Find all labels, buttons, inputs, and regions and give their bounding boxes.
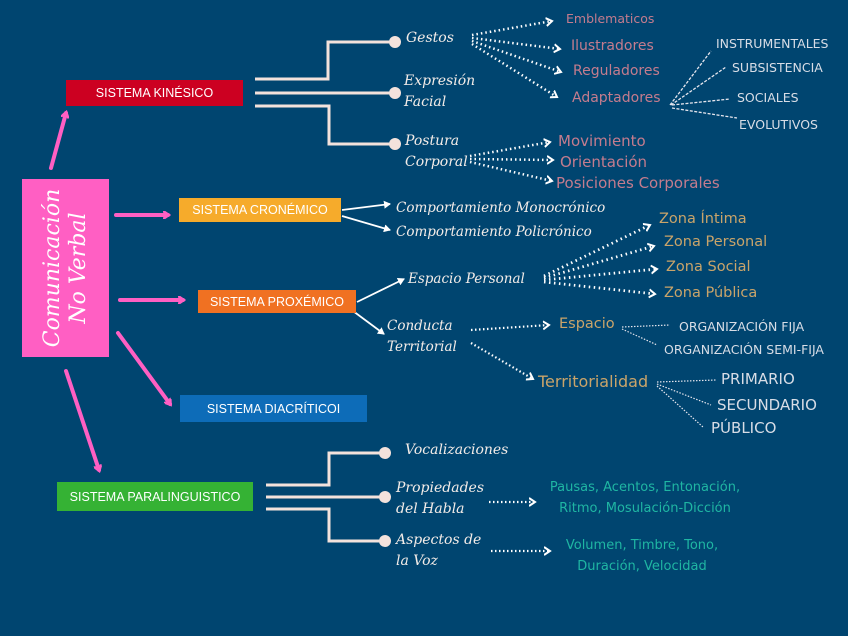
node-dot-propiedades (379, 491, 391, 503)
zona-item: Zona Íntima (659, 211, 747, 227)
root-title-line1: Comunicación (39, 188, 65, 348)
adaptadores-lines (669, 50, 738, 119)
sistema-paralinguistico-label: SISTEMA PARALINGUISTICO (69, 489, 241, 504)
gesto-item: Ilustradores (571, 38, 654, 54)
sistema-paralinguistico-box[interactable]: SISTEMA PARALINGUISTICO (57, 482, 253, 511)
espacio-personal-arrows (543, 225, 657, 294)
postura-item: Posiciones Corporales (556, 174, 720, 192)
cronemico-item[interactable]: Comportamiento Monocrónico (396, 200, 606, 216)
gesto-item: Reguladores (573, 63, 660, 79)
territorialidad-item: PRIMARIO (721, 370, 795, 388)
root-arrows (49, 113, 183, 470)
node-dot-expresion (389, 87, 401, 99)
zona-item: Zona Social (666, 259, 751, 275)
postura-line2: Corporal (405, 154, 468, 170)
sistema-diacritico-label: SISTEMA DIACRÍTICOI (206, 401, 341, 416)
proxemico-arrows (352, 278, 405, 335)
cronemico-item[interactable]: Comportamiento Policrónico (396, 224, 592, 240)
aspectos-detail-line1: Volumen, Timbre, Tono, (565, 538, 719, 553)
sistema-cronemico-box[interactable]: SISTEMA CRONÉMICO (179, 198, 341, 222)
root-node[interactable]: Comunicación No Verbal (22, 179, 109, 357)
conducta-arrows (470, 325, 549, 379)
root-title-line2: No Verbal (65, 212, 91, 324)
aspectos-detail-line2: Duración, Velocidad (577, 559, 707, 574)
zona-item: Zona Personal (664, 234, 768, 250)
kinesico-bracket (255, 40, 395, 146)
gesto-item: Emblematicos (566, 11, 655, 26)
aspectos-detail: Volumen, Timbre, Tono, Duración, Velocid… (559, 535, 725, 577)
zona-item: Zona Pública (664, 285, 758, 301)
node-dot-gestos (389, 36, 401, 48)
aspectos-line2: la Voz (396, 553, 438, 569)
node-expresion-facial[interactable]: Expresión Facial (404, 71, 475, 113)
territorialidad-item: SECUNDARIO (717, 396, 817, 414)
arrow-to-kinesico (49, 113, 66, 170)
node-espacio-personal[interactable]: Espacio Personal (408, 271, 525, 287)
aspectos-line1: Aspectos de (396, 532, 482, 548)
node-espacio: Espacio (559, 316, 615, 332)
postura-arrows (469, 142, 553, 181)
arrow-to-paralinguistico (64, 369, 99, 470)
root-title: Comunicación No Verbal (40, 189, 92, 348)
node-propiedades-habla[interactable]: Propiedades del Habla (396, 478, 484, 520)
conducta-line2: Territorial (387, 339, 457, 355)
paralinguistico-bracket (266, 451, 385, 543)
propiedades-line2: del Habla (396, 501, 465, 517)
postura-line1: Postura (405, 133, 460, 149)
propiedades-detail-line1: Pausas, Acentos, Entonación, (549, 480, 741, 495)
sistema-kinesico-box[interactable]: SISTEMA KINÉSICO (66, 80, 243, 106)
node-dot-vocalizaciones (379, 447, 391, 459)
node-territorialidad: Territorialidad (538, 372, 649, 391)
organizacion-lines (621, 324, 717, 428)
cronemico-arrows (341, 200, 391, 233)
sistema-kinesico-label: SISTEMA KINÉSICO (95, 86, 214, 100)
sistema-proxemico-box[interactable]: SISTEMA PROXÉMICO (198, 290, 356, 313)
espacio-item: ORGANIZACIÓN FIJA (679, 319, 805, 334)
node-gestos[interactable]: Gestos (406, 30, 454, 46)
paralinguistico-arrows (489, 502, 550, 551)
node-aspectos-voz[interactable]: Aspectos de la Voz (396, 530, 481, 572)
adaptador-type: SUBSISTENCIA (732, 60, 823, 75)
gestos-arrows (471, 21, 561, 97)
propiedades-detail-line2: Ritmo, Mosulación-Dicción (559, 501, 731, 516)
postura-item: Orientación (560, 153, 648, 171)
expresion-line2: Facial (404, 94, 447, 110)
gesto-item: Adaptadores (572, 90, 661, 106)
adaptador-type: SOCIALES (737, 90, 799, 105)
node-dot-postura (389, 138, 401, 150)
node-conducta-territorial[interactable]: Conducta Territorial (387, 316, 457, 358)
postura-item: Movimiento (558, 132, 646, 150)
node-dot-aspectos (379, 535, 391, 547)
node-postura-corporal[interactable]: Postura Corporal (405, 131, 468, 173)
node-vocalizaciones[interactable]: Vocalizaciones (405, 442, 509, 458)
territorialidad-item: PÚBLICO (711, 419, 777, 437)
propiedades-line1: Propiedades (396, 480, 485, 496)
adaptador-type: EVOLUTIVOS (739, 117, 818, 132)
propiedades-detail: Pausas, Acentos, Entonación, Ritmo, Mosu… (547, 477, 743, 519)
adaptador-type: INSTRUMENTALES (716, 36, 829, 51)
conducta-line1: Conducta (387, 318, 453, 334)
sistema-diacritico-box[interactable]: SISTEMA DIACRÍTICOI (180, 395, 367, 422)
sistema-cronemico-label: SISTEMA CRONÉMICO (192, 203, 328, 217)
arrow-to-diacritico (116, 331, 172, 404)
expresion-line1: Expresión (404, 73, 476, 89)
sistema-proxemico-label: SISTEMA PROXÉMICO (209, 294, 345, 309)
espacio-item: ORGANIZACIÓN SEMI-FIJA (664, 342, 824, 357)
